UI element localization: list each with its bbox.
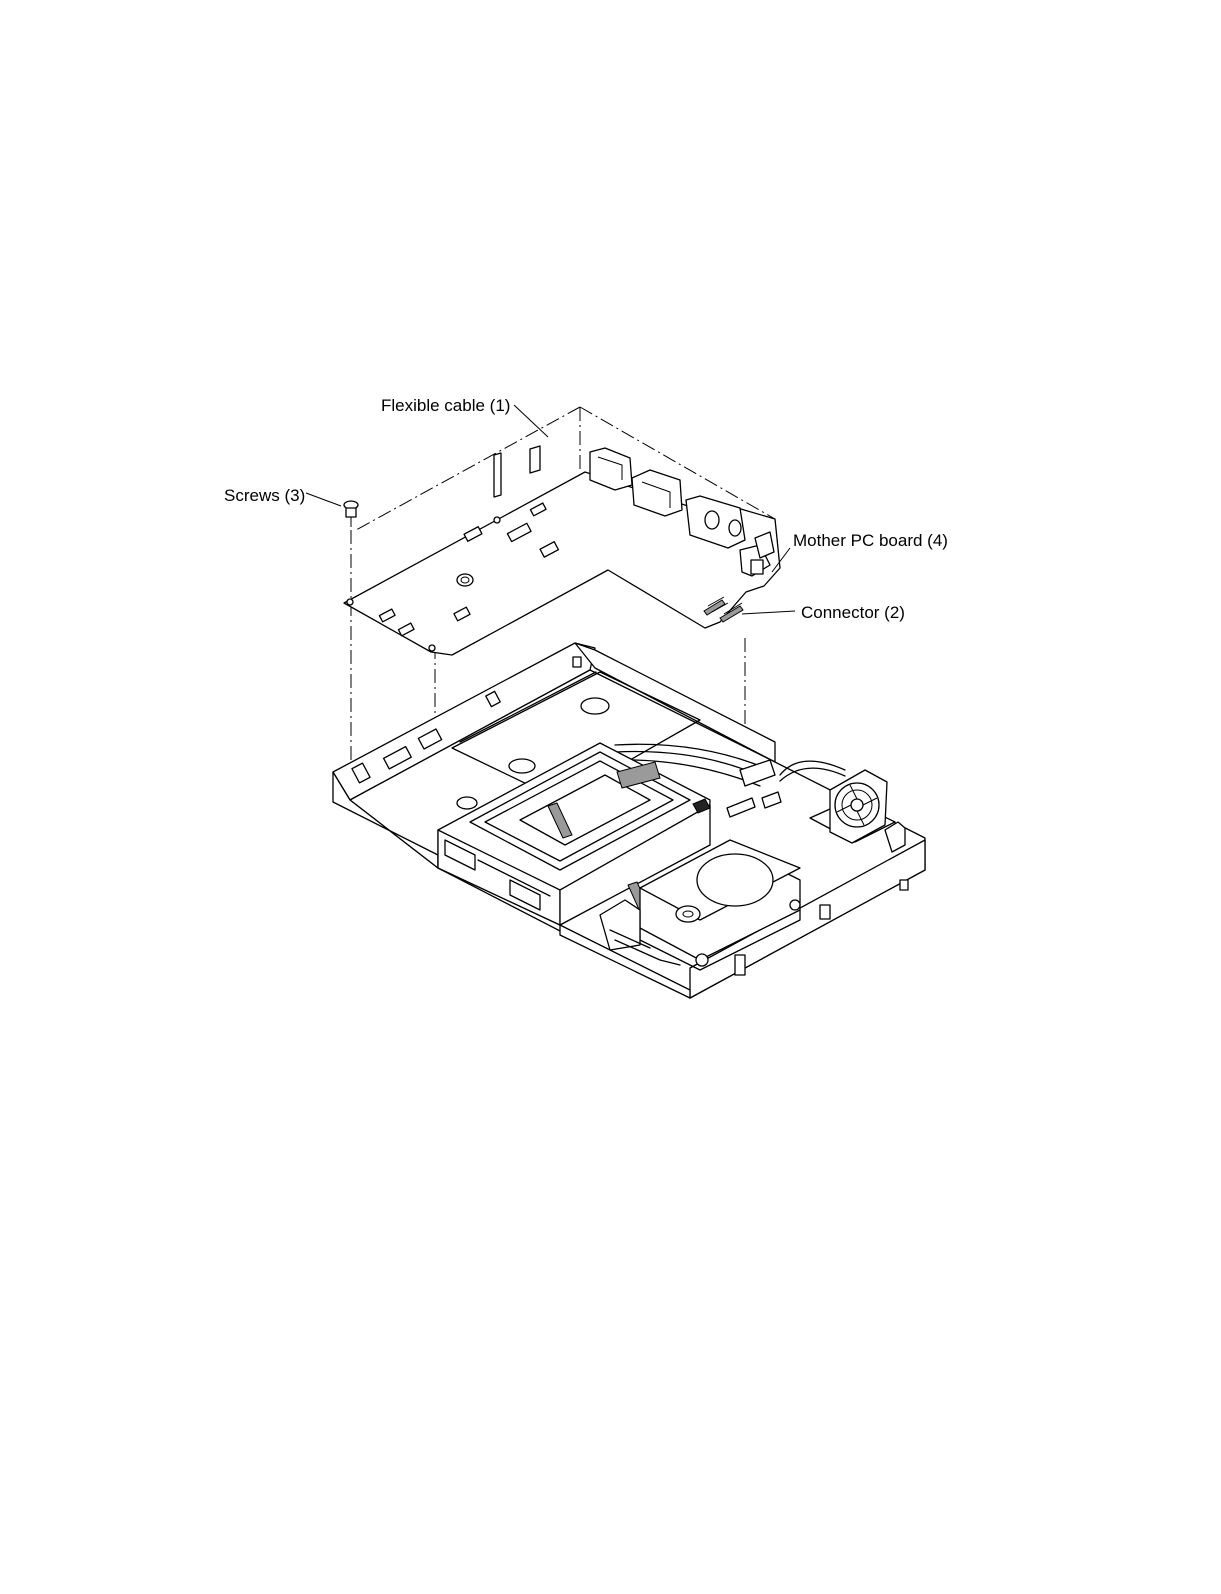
mother-pc-board-label: Mother PC board (4) — [793, 532, 948, 549]
connector-label: Connector (2) — [801, 604, 905, 621]
mother-pc-board — [344, 446, 780, 655]
screws-label: Screws (3) — [224, 487, 305, 504]
flexible-cable-label: Flexible cable (1) — [381, 397, 510, 414]
screw — [344, 501, 358, 527]
